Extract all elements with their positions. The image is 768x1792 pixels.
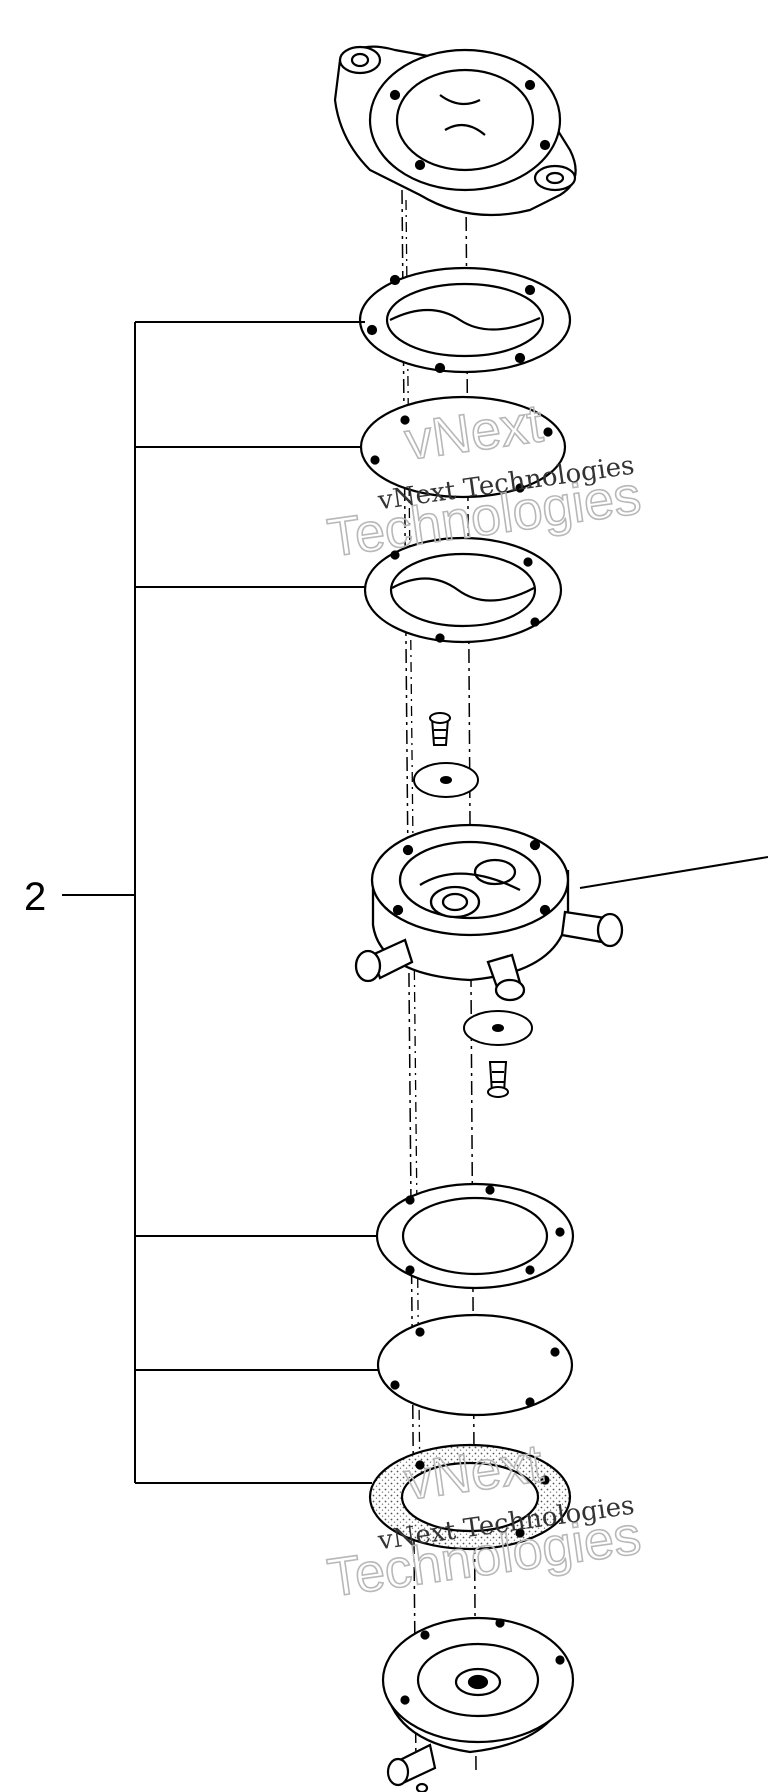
diaphragm-2	[376, 1313, 574, 1417]
upper-screw	[429, 712, 451, 746]
pump-body	[354, 823, 624, 1002]
upper-check-washer	[413, 762, 479, 798]
gasket-3	[375, 1182, 575, 1290]
gasket-4	[368, 1443, 572, 1551]
lower-screw	[487, 1061, 509, 1098]
watermark-bottom: vNext Technologies vNext Technologies	[323, 1432, 645, 1609]
top-cover	[333, 45, 577, 217]
gasket-1	[358, 266, 572, 374]
gasket-2	[363, 536, 563, 644]
lower-check-washer	[463, 1010, 533, 1046]
callout-label: 2	[24, 875, 46, 919]
bottom-cover	[381, 1616, 575, 1792]
watermark-top: vNext Technologies vNext Technologies	[323, 392, 645, 569]
callout-bracket	[62, 321, 768, 1484]
